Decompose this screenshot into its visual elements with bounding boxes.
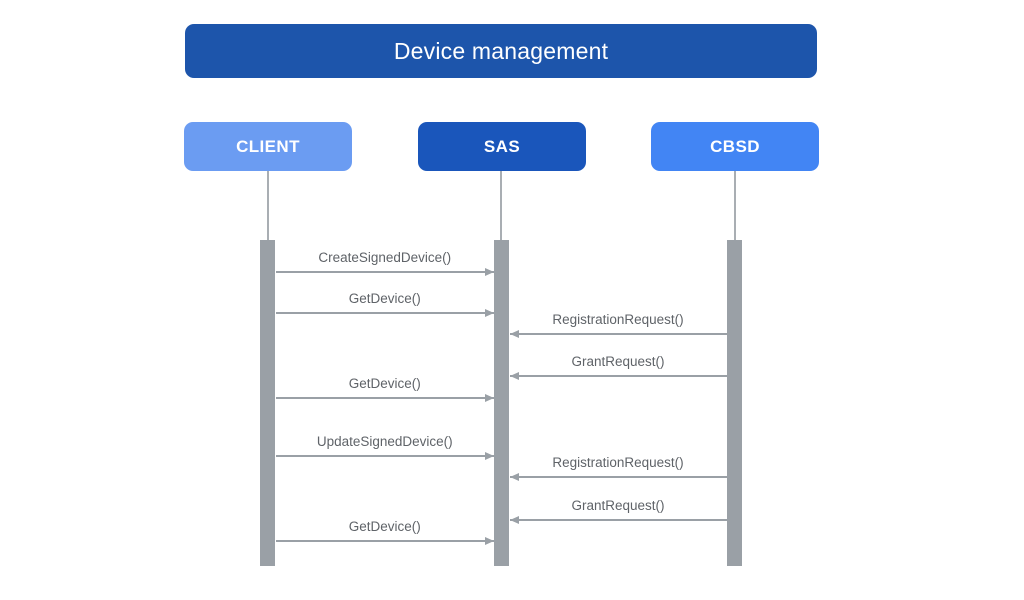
message-arrowhead: [509, 515, 519, 524]
message-label: GrantRequest(): [571, 354, 665, 369]
message-arrow-line: [276, 312, 494, 314]
message-arrowhead: [484, 451, 494, 460]
message-arrowhead: [509, 472, 519, 481]
message-label: GetDevice(): [348, 376, 421, 391]
message-arrowhead: [484, 267, 494, 276]
lifeline-cbsd: [734, 171, 736, 240]
message-arrow-line: [509, 519, 727, 521]
message-label: RegistrationRequest(): [552, 455, 684, 470]
message-arrow-line: [276, 397, 494, 399]
message-arrow-line: [276, 540, 494, 542]
lifeline-client: [267, 171, 269, 240]
message-arrowhead: [484, 393, 494, 402]
message-arrowhead: [509, 329, 519, 338]
activation-bar-sas: [494, 240, 509, 566]
message-arrowhead: [484, 308, 494, 317]
message-arrowhead: [509, 371, 519, 380]
message-arrowhead: [484, 536, 494, 545]
lifeline-sas: [500, 171, 502, 240]
activation-bar-cbsd: [727, 240, 742, 566]
activation-bar-client: [260, 240, 275, 566]
message-arrow-line: [276, 271, 494, 273]
message-arrow-line: [276, 455, 494, 457]
actor-cbsd: CBSD: [651, 122, 819, 171]
message-label: UpdateSignedDevice(): [316, 434, 453, 449]
actor-client: CLIENT: [184, 122, 352, 171]
message-label: GrantRequest(): [571, 498, 665, 513]
message-label: GetDevice(): [348, 291, 421, 306]
message-label: RegistrationRequest(): [552, 312, 684, 327]
actor-sas: SAS: [418, 122, 586, 171]
message-arrow-line: [509, 333, 727, 335]
message-label: CreateSignedDevice(): [318, 250, 452, 265]
message-arrow-line: [509, 476, 727, 478]
message-arrow-line: [509, 375, 727, 377]
message-label: GetDevice(): [348, 519, 421, 534]
diagram-title: Device management: [185, 24, 817, 78]
